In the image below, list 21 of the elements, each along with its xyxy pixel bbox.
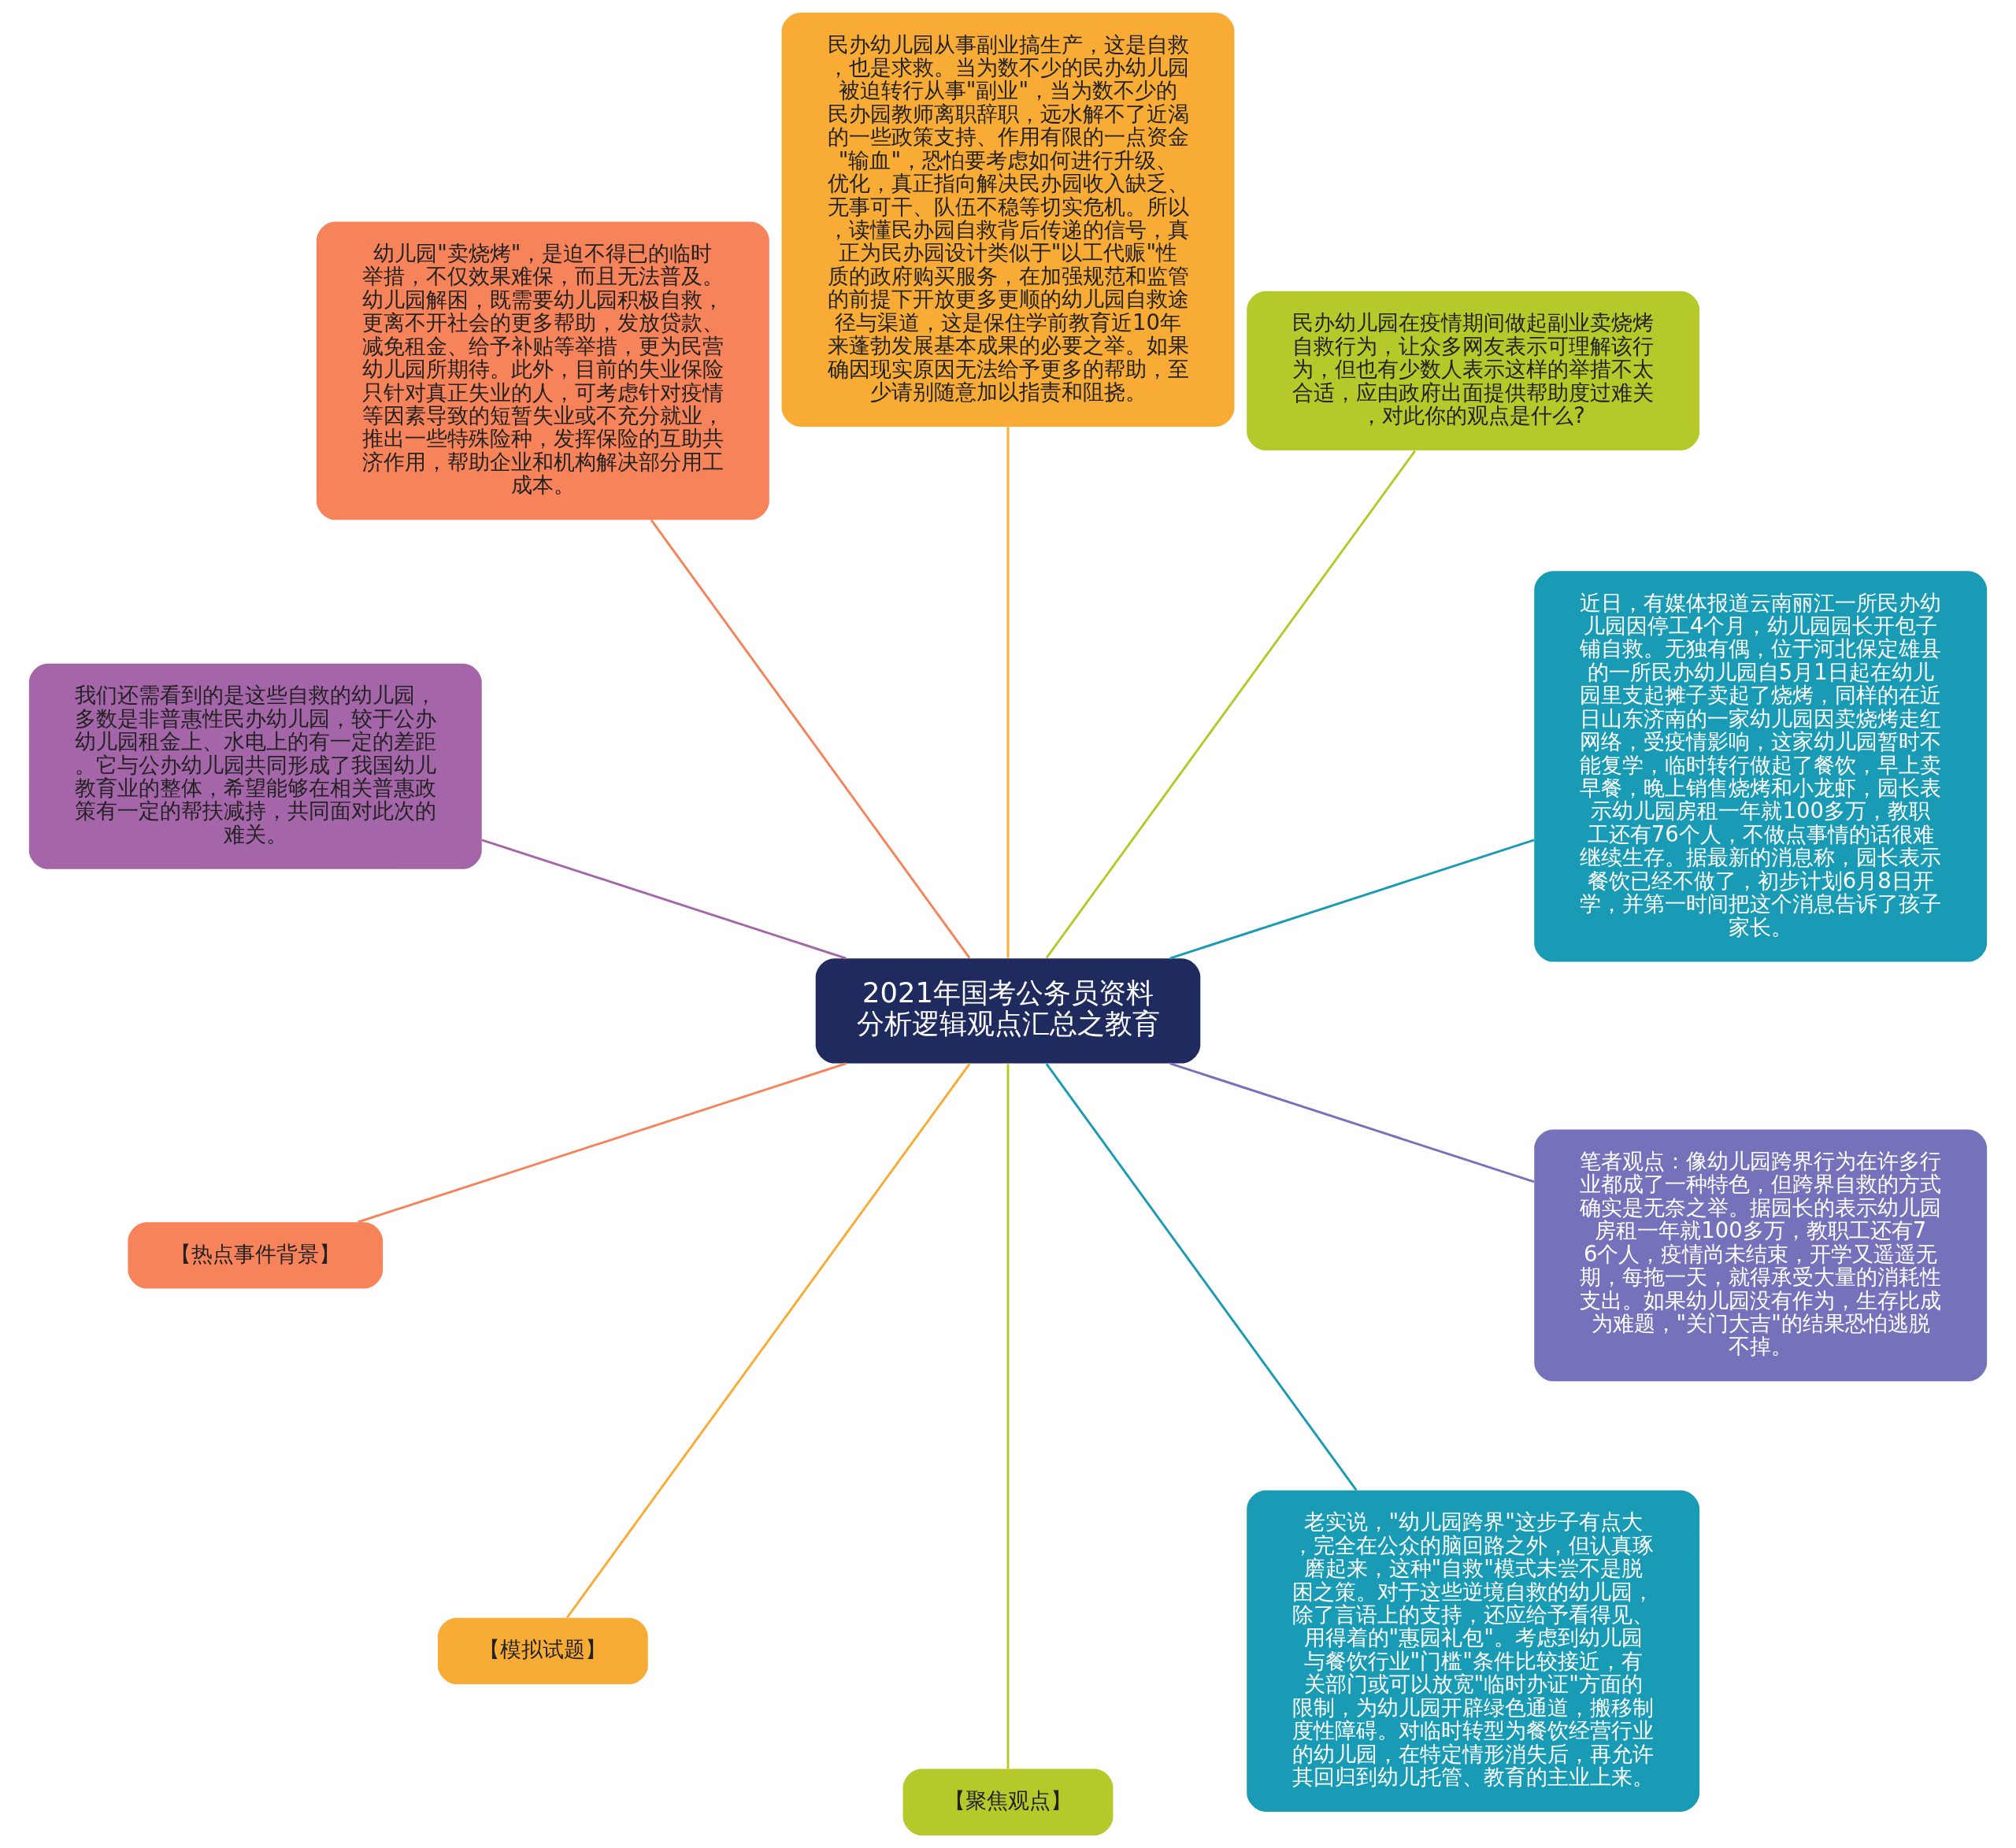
connector: [1045, 450, 1416, 959]
connector: [650, 519, 971, 959]
node-box: 【热点事件背景】: [128, 1222, 384, 1289]
node-box: 2021年国考公务员资料分析逻辑观点汇总之教育: [815, 958, 1201, 1064]
node-box: 近日，有媒体报道云南丽江一所民办幼儿园因停工4个月，幼儿园园长开包子铺自救。无独有偶，位于河北保定雄县的一所民办幼儿园自5月1日起在幼儿园里支起摊子卖起了烧烤，同样的在近日山东济南的一家幼儿园因卖烧烤走红网络，受疫情影响，这家幼儿园暂时不能复学，临时转行做起了餐饮，早上卖早餐，晚上销售烧烤和小龙虾，园长表示幼儿园房租一年就100多万，教职工还有76个人，不做点事情的话很难继续生存。据最新的消息称，园长表示餐饮已经不做了，初步计划6月8日开学，并第一时间把这个消息告诉了孩子家长。: [1534, 571, 1988, 962]
node-box: 民办幼儿园在疫情期间做起副业卖烧烤自救行为，让众多网友表示可理解该行为，但也有少数人表示这样的举措不太合适，应由政府出面提供帮助度过难关，对此你的观点是什么?: [1247, 291, 1700, 450]
node-box: 【聚焦观点】: [902, 1768, 1114, 1835]
node-box: 幼儿园"卖烧烤"，是迫不得已的临时举措，不仅效果难保，而且无法普及。幼儿园解困，既需要幼儿园积极自救，更离不开社会的更多帮助，发放贷款、减免租金、给予补贴等举措，更为民营幼儿园所期待。此外，目前的失业保险只针对真正失业的人，可考虑针对疫情等因素导致的短暂失业或不充分就业，推出一些特殊险种，发挥保险的互助共济作用，帮助企业和机构解决部分用工成本。: [316, 221, 769, 520]
connector: [358, 1062, 847, 1224]
connector: [1169, 1062, 1535, 1183]
node-box: 老实说，"幼儿园跨界"这步子有点大，完全在公众的脑回路之外，但认真琢磨起来，这种"自救"模式未尝不是脱困之策。对于这些逆境自救的幼儿园，除了言语上的支持，还应给予看得见、用得着的"惠园礼包"。考虑到幼儿园与餐饮行业"门槛"条件比较接近，有关部门或可以放宽"临时办证"方面的限制，为幼儿园开辟绿色通道，搬移制度性障碍。对临时转型为餐饮经营行业的幼儿园，在特定情形消失后，再允许其回归到幼儿托管、教育的主业上来。: [1247, 1490, 1700, 1812]
node-box: 我们还需看到的是这些自救的幼儿园，多数是非普惠性民办幼儿园，较于公办幼儿园租金上、水电上的有一定的差距。它与公办幼儿园共同形成了我国幼儿教育业的整体，希望能够在相关普惠政策有一定的帮扶减持，共同面对此次的难关。: [28, 663, 482, 869]
node-box: 笔者观点：像幼儿园跨界行为在许多行业都成了一种特色，但跨界自救的方式确实是无奈之举。据园长的表示幼儿园房租一年就100多万，教职工还有76个人，疫情尚未结束，开学又遥遥无期，每拖一天，就得承受大量的消耗性支出。如果幼儿园没有作为，生存比成为难题，"关门大吉"的结果恐怕逃脱不掉。: [1534, 1129, 1988, 1382]
connector: [565, 1063, 971, 1619]
node-box: 民办幼儿园从事副业搞生产，这是自救，也是求救。当为数不少的民办幼儿园被迫转行从事"副业"，当为数不少的民办园教师离职辞职，远水解不了近渴的一些政策支持、作用有限的一点资金"输血"，恐怕要考虑如何进行升级、优化，真正指向解决民办园收入缺乏、无事可干、队伍不稳等切实危机。所以，读懂民办园自救背后传递的信号，真正为民办园设计类似于"以工代赈"性质的政府购买服务，在加强规范和监管的前提下开放更多更顺的幼儿园自救途径与渠道，这是保住学前教育近10年来蓬勃发展基本成果的必要之举。如果确因现实原因无法给予更多的帮助，至少请别随意加以指责和阻挠。: [781, 13, 1235, 427]
connector: [481, 839, 847, 960]
connector: [1169, 839, 1535, 960]
connector: [1006, 1064, 1010, 1769]
connector: [1006, 427, 1010, 958]
node-box: 【模拟试题】: [437, 1617, 648, 1685]
connector: [1045, 1063, 1358, 1491]
